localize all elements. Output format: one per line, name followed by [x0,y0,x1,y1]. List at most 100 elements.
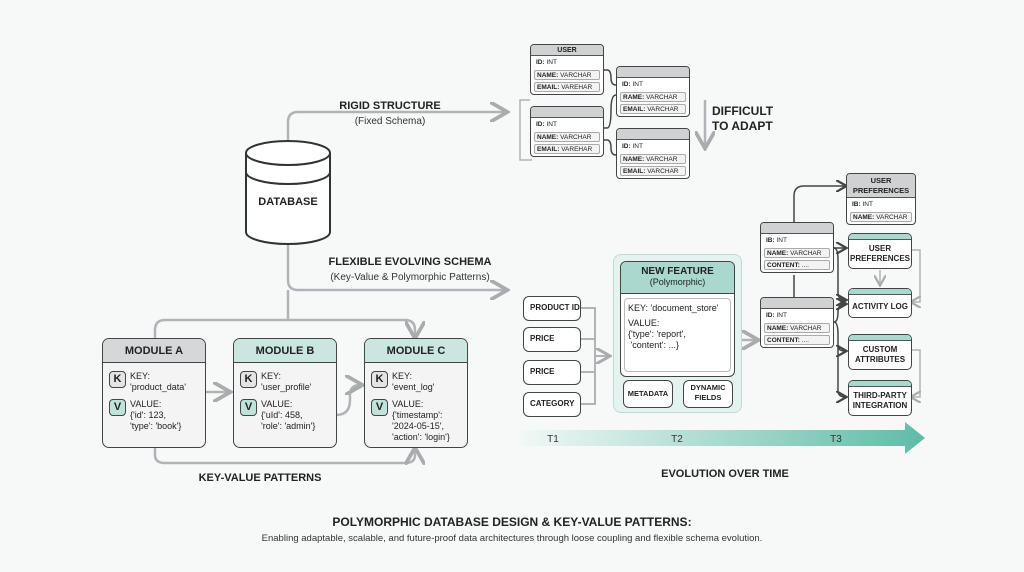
field-box: PRICE [523,360,581,385]
schema-table: ID: INT NAME: VARCHAR CONTENT: .... [760,297,834,348]
table-header [531,107,603,118]
database-label: DATABASE [258,196,318,208]
field-type: VARCHAR [647,106,679,113]
table-header: USER [531,45,603,56]
kv-label: KEY-VALUE PATTERNS [198,472,322,484]
field-type: VAREHAR [561,84,593,91]
field-type: VARCHAR [646,94,678,101]
schema-table: IB: INT NAME: VARCHAR CONTENT: .... [760,222,834,273]
field-name: ID: [622,81,631,88]
feature-box-0: USER PREFERENCES [848,233,912,269]
table-field: EMAIL: VARCHAR [620,166,686,176]
new-feature-subtitle: (Polymorphic) [649,277,706,287]
field-name: CONTENT: [767,262,800,269]
table-field: CONTENT: .... [764,260,830,270]
table-field: ID: INT [534,120,600,130]
key-text: KEY:'event_log' [392,371,434,393]
table-header [761,298,833,309]
key-badge-icon: K [240,371,257,388]
field-name: IB: [852,201,861,208]
feature-box-bar [849,234,911,240]
field-type: VARCHAR [790,325,822,332]
table-field: CONTENT: .... [764,335,830,345]
field-type: INT [546,59,557,66]
feature-box-label: USER PREFERENCES [849,244,910,263]
key-value: 'user_profile' [261,382,312,392]
table-field: ID: INT [534,58,600,68]
table-field: EMAIL: VAREHAR [534,144,600,154]
field-name: NAME: [623,156,645,163]
tick-t1: T1 [547,434,559,445]
feature-box-1: ACTIVITY LOG [848,288,912,318]
footer-title: POLYMORPHIC DATABASE DESIGN & KEY-VALUE … [332,515,692,529]
dynamic-fields-box: DYNAMIC FIELDS [683,380,733,408]
key-badge-icon: K [109,371,126,388]
field-name: EMAIL: [623,106,646,113]
table-field: ID: INT [764,311,830,321]
feature-box-bar [849,381,911,387]
module-title: MODULE A [103,339,205,363]
field-type: VARCHAR [876,214,908,221]
table-header: USER PREFERENCES [847,174,915,198]
tick-t2: T2 [671,434,683,445]
metadata-box: METADATA [623,380,673,408]
feature-box-2: CUSTOM ATTRIBUTES [848,334,912,370]
field-name: EMAIL: [623,168,646,175]
value-badge-icon: V [371,399,388,416]
table-field: EMAIL: VAREHAR [534,82,600,92]
field-type: .... [801,337,809,344]
feature-box-label: THIRD-PARTY INTEGRATION [852,391,908,410]
timeline-label: EVOLUTION OVER TIME [661,468,789,480]
field-box: PRICE [523,327,581,352]
field-type: VARCHAR [646,156,678,163]
field-type: INT [546,121,557,128]
key-label: KEY: [261,371,282,381]
field-type: VAREHAR [561,146,593,153]
key-label: KEY: [392,371,413,381]
feature-box-3: THIRD-PARTY INTEGRATION [848,380,912,416]
field-type: INT [776,237,787,244]
new-feature-value-label: VALUE: [628,318,660,328]
field-type: VARCHAR [647,168,679,175]
table-field: RAME: VARCHAR [620,92,686,102]
tick-t3: T3 [830,434,842,445]
field-name: ID: [766,312,775,319]
value-label: VALUE: [261,399,293,409]
field-type: .... [801,262,809,269]
field-name: NAME: [767,325,789,332]
rigid-arrow [286,112,505,140]
flexible-arrow [286,245,505,290]
field-name: ID: [622,143,631,150]
table-field: NAME: VARCHAR [764,248,830,258]
table-field: ID: INT [620,142,686,152]
database-icon [245,140,331,245]
table-header [617,129,689,140]
table-field: IB: INT [764,236,830,246]
value-text: VALUE:{'id': 123, 'type': 'book'} [130,399,181,432]
rigid-title: RIGID STRUCTURE [339,100,441,112]
value-badge-icon: V [240,399,257,416]
field-name: NAME: [767,250,789,257]
key-text: KEY:'product_data' [130,371,186,393]
table-field: ID: INT [620,80,686,90]
key-text: KEY:'user_profile' [261,371,311,393]
rigid-subtitle: (Fixed Schema) [354,116,426,127]
feature-box-bar [849,335,911,341]
module-value: V VALUE:{'uId': 458, 'role': 'admin'} [240,399,315,432]
field-name: ID: [536,121,545,128]
value-content: {'uId': 458, 'role': 'admin'} [261,410,316,431]
field-box: PRODUCT ID [523,296,581,321]
field-type: INT [776,312,787,319]
flexible-title: FLEXIBLE EVOLVING SCHEMA [328,256,492,268]
key-value: 'product_data' [130,382,186,392]
